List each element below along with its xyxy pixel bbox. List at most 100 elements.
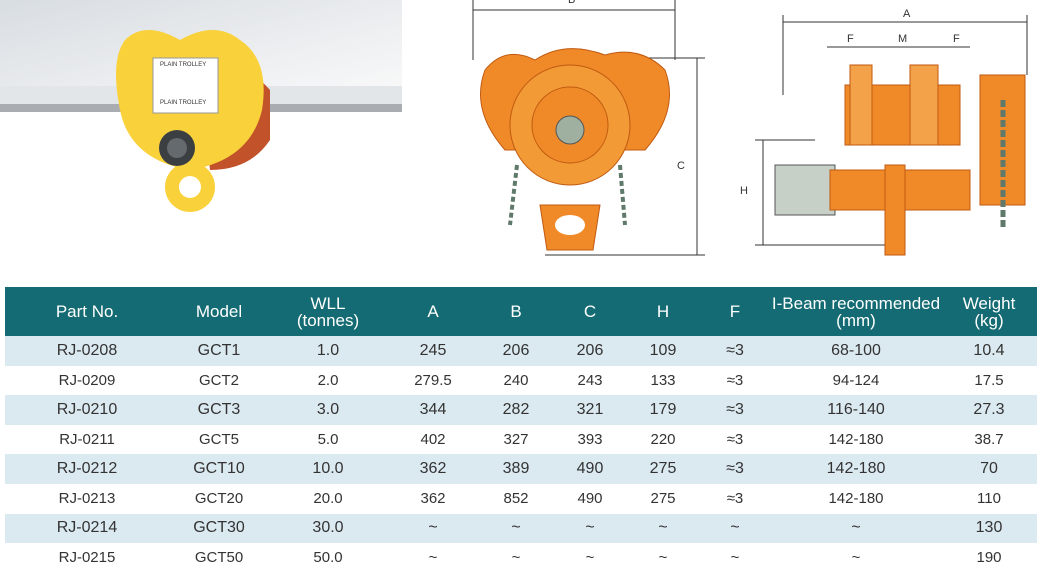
table-cell: ~: [730, 519, 740, 537]
table-cell: 109: [649, 341, 677, 359]
photo-label-top: PLAIN TROLLEY: [160, 62, 207, 68]
table-cell: 5.0: [317, 431, 339, 449]
table-cell: 393: [577, 431, 603, 449]
table-cell: ~: [851, 519, 861, 537]
table-cell: ~: [428, 519, 438, 537]
column-header: A: [427, 302, 439, 321]
table-cell: ~: [658, 549, 668, 567]
table-cell: 70: [980, 460, 998, 478]
dim-label-b: B: [568, 0, 576, 6]
table-cell: ≈3: [726, 371, 744, 389]
table-cell: 220: [650, 431, 676, 449]
table-cell: GCT5: [198, 431, 239, 449]
table-cell: ~: [511, 549, 521, 567]
column-header: H: [656, 302, 670, 321]
table-cell: GCT10: [193, 460, 245, 478]
table-cell: 327: [503, 431, 529, 449]
table-cell: RJ-0213: [58, 490, 116, 508]
table-cell: 321: [576, 400, 604, 418]
table-cell: 1.0: [316, 341, 340, 359]
table-cell: 10.4: [973, 341, 1005, 359]
table-cell: 142-180: [828, 431, 884, 449]
column-header: WLL (tonnes): [296, 293, 360, 330]
table-cell: GCT3: [197, 400, 241, 418]
table-cell: 142-180: [828, 490, 884, 508]
table-cell: 133: [650, 371, 676, 389]
column-header: I-Beam recommended (mm): [771, 293, 941, 330]
table-cell: 490: [577, 490, 603, 508]
table-cell: GCT30: [193, 519, 245, 537]
table-cell: RJ-0208: [56, 341, 118, 359]
table-cell: ~: [511, 519, 521, 537]
photo-label-bottom: PLAIN TROLLEY: [160, 100, 207, 106]
table-cell: RJ-0209: [58, 371, 116, 389]
table-cell: 110: [977, 490, 1001, 508]
table-cell: RJ-0211: [59, 431, 115, 449]
table-cell: 116-140: [827, 400, 885, 418]
column-header: Weight (kg): [962, 293, 1016, 330]
table-cell: 362: [420, 490, 446, 508]
table-cell: ≈3: [726, 400, 744, 418]
table-cell: GCT1: [197, 341, 241, 359]
column-header: B: [510, 302, 522, 321]
table-cell: RJ-0210: [56, 400, 118, 418]
table-cell: ~: [730, 549, 740, 567]
table-cell: 275: [650, 490, 676, 508]
table-cell: GCT2: [198, 371, 239, 389]
table-cell: ~: [585, 519, 595, 537]
table-cell: 10.0: [312, 460, 344, 478]
table-cell: 206: [502, 341, 530, 359]
dim-label-f-right: F: [953, 33, 960, 45]
table-cell: 30.0: [312, 519, 344, 537]
table-cell: RJ-0215: [58, 549, 116, 567]
table-cell: 282: [502, 400, 530, 418]
table-cell: 275: [649, 460, 677, 478]
table-cell: 27.3: [973, 400, 1005, 418]
table-cell: 17.5: [974, 371, 1004, 389]
table-cell: GCT20: [194, 490, 244, 508]
column-header: Part No.: [55, 302, 119, 321]
table-cell: 94-124: [832, 371, 880, 389]
table-cell: 362: [419, 460, 447, 478]
table-cell: 279.5: [414, 371, 452, 389]
table-cell: GCT50: [194, 549, 244, 567]
table-cell: 20.0: [313, 490, 343, 508]
side-view-diagram: A F M F H: [735, 0, 1035, 262]
column-header: F: [729, 302, 741, 321]
table-cell: 243: [577, 371, 603, 389]
dim-label-f-left: F: [847, 33, 854, 45]
table-cell: ≈3: [726, 490, 744, 508]
table-cell: 344: [419, 400, 447, 418]
table-cell: ≈3: [726, 341, 744, 359]
product-photo: PLAIN TROLLEY PLAIN TROLLEY: [0, 0, 402, 262]
table-cell: 240: [503, 371, 529, 389]
table-row: RJ-0211 GCT5 5.0 402 327 393 220 ≈3 142-180 38.7: [5, 425, 1037, 455]
dim-label-a: A: [903, 8, 911, 20]
table-cell: ≈3: [726, 431, 744, 449]
table-cell: 68-100: [831, 341, 881, 359]
table-cell: 38.7: [974, 431, 1004, 449]
table-cell: 389: [502, 460, 530, 478]
table-cell: 402: [420, 431, 446, 449]
table-cell: 179: [649, 400, 677, 418]
table-cell: 206: [576, 341, 604, 359]
dim-label-h: H: [740, 185, 748, 197]
dim-label-m: M: [898, 33, 908, 45]
table-cell: 130: [975, 519, 1003, 537]
table-cell: ~: [851, 549, 861, 567]
table-cell: 852: [503, 490, 529, 508]
table-cell: 50.0: [313, 549, 343, 567]
table-cell: ~: [585, 549, 595, 567]
table-row: RJ-0208 GCT1 1.0 245 206 206 109 ≈3 68-100 10.4: [5, 336, 1037, 366]
table-row: RJ-0213 GCT20 20.0 362 852 490 275 ≈3 142-180 110: [5, 484, 1037, 514]
table-cell: ≈3: [726, 460, 744, 478]
table-cell: 142-180: [826, 460, 886, 478]
table-cell: 245: [419, 341, 447, 359]
column-header: C: [583, 302, 597, 321]
